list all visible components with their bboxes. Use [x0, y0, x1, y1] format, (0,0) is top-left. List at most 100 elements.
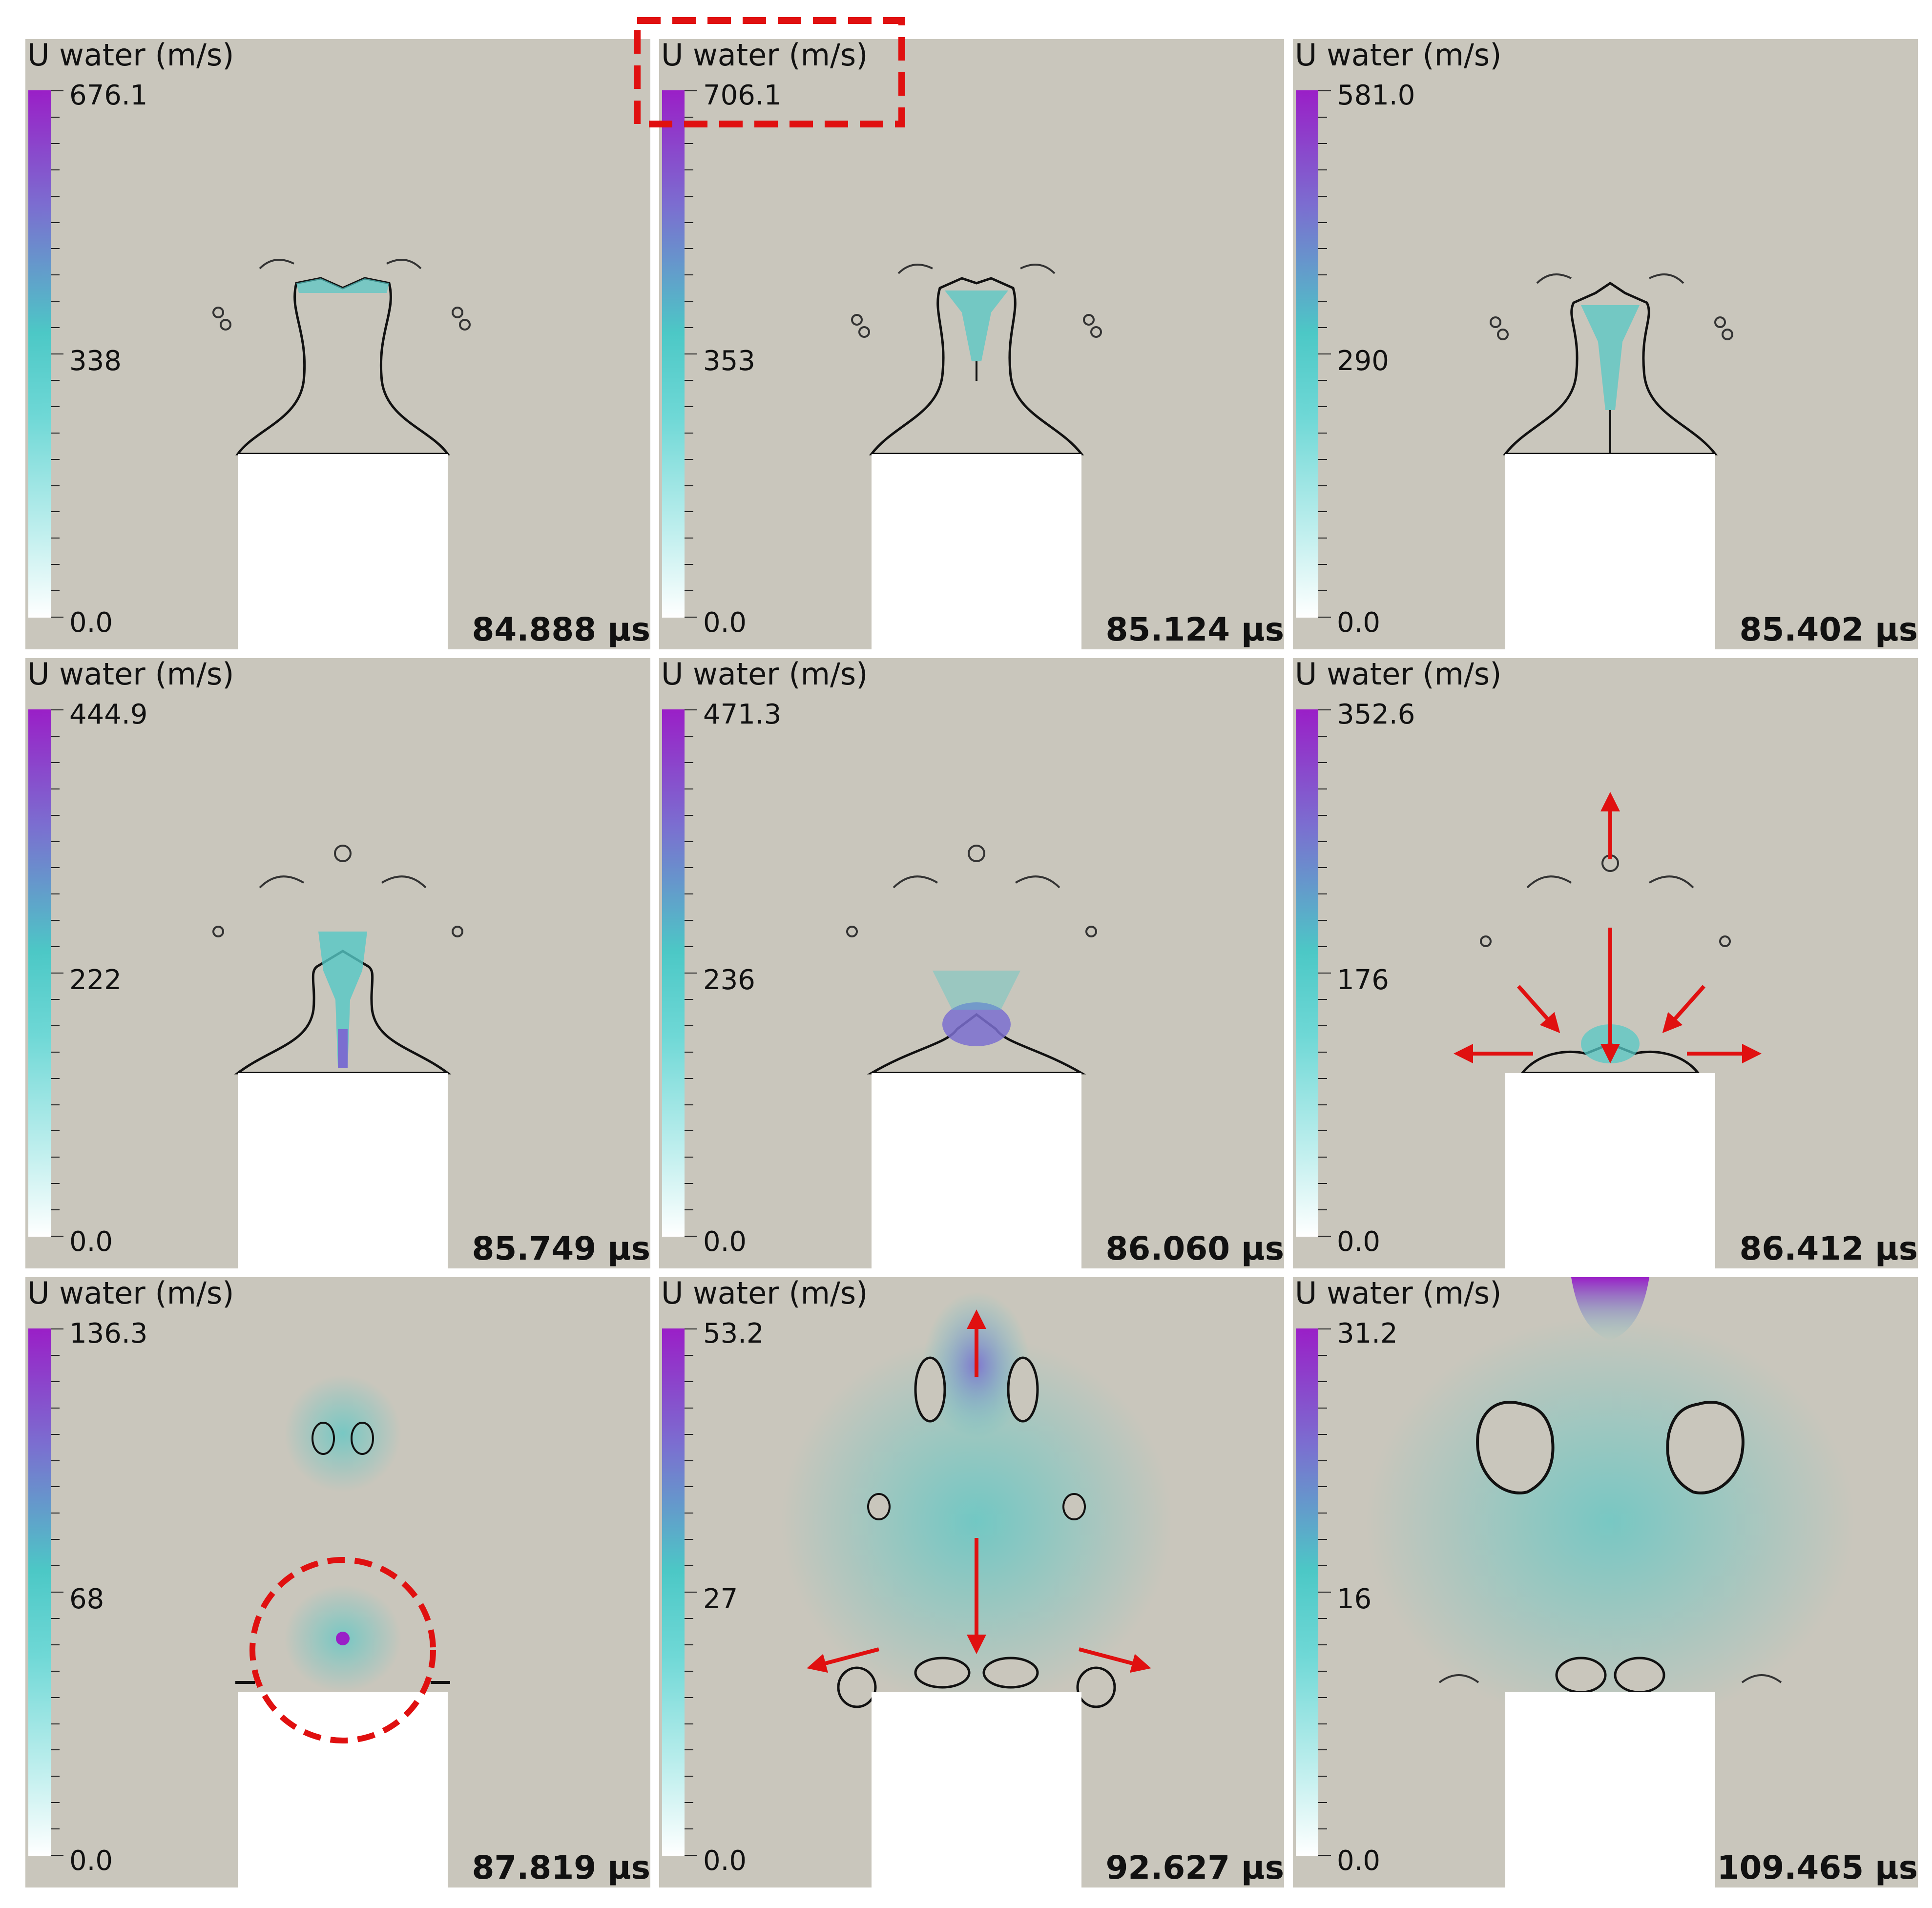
colorbar-tick	[51, 841, 60, 842]
colorbar-tick	[1318, 814, 1327, 816]
colorbar-title: U water (m/s)	[1295, 658, 1502, 692]
colorbar	[1296, 90, 1318, 618]
colorbar-tick	[1318, 973, 1331, 974]
panel-1: U water (m/s) 676.1 338 0.0 84.888 μs	[25, 39, 650, 649]
panel-8: U water (m/s) 53.2 27 0.0 92.627 μs	[659, 1277, 1284, 1887]
colorbar-tick	[1318, 735, 1327, 737]
colorbar-tick	[51, 998, 60, 1000]
colorbar	[28, 1328, 51, 1856]
colorbar-tick	[1318, 841, 1327, 842]
colorbar-tick	[685, 1104, 693, 1105]
colorbar-tick	[685, 709, 697, 710]
colorbar-tick	[685, 1539, 693, 1540]
colorbar-tick	[51, 920, 60, 921]
colorbar-ticks	[1318, 90, 1334, 618]
colorbar-tick	[1318, 1078, 1327, 1079]
colorbar-min-label: 0.0	[69, 1845, 113, 1877]
colorbar-tick	[1318, 353, 1331, 354]
colorbar-max-label: 676.1	[69, 80, 148, 111]
colorbar-ticks	[1318, 1328, 1334, 1856]
colorbar-tick	[51, 432, 60, 434]
flow-field-3	[1490, 273, 1733, 456]
colorbar-title: U water (m/s)	[1295, 1277, 1502, 1311]
colorbar-tick	[1318, 1328, 1331, 1329]
colorbar-tick	[51, 1565, 60, 1567]
colorbar-mid-label: 353	[703, 345, 755, 377]
colorbar-tick	[1318, 1697, 1327, 1698]
colorbar-tick	[685, 762, 693, 763]
colorbar-tick	[1318, 143, 1327, 144]
colorbar-tick	[51, 1104, 60, 1105]
colorbar-tick	[685, 379, 693, 381]
colorbar-tick	[1318, 998, 1327, 1000]
colorbar-tick	[1318, 1802, 1327, 1804]
colorbar-tick	[51, 538, 60, 539]
colorbar-tick	[685, 511, 693, 513]
colorbar	[1296, 1328, 1318, 1856]
colorbar-mid-label: 236	[703, 964, 755, 996]
colorbar-tick	[51, 1539, 60, 1540]
panel-5: U water (m/s) 471.3 236 0.0 86.060 μs	[659, 658, 1284, 1268]
flow-field-1	[212, 259, 471, 456]
solid-block	[238, 454, 448, 649]
colorbar-tick	[1318, 1460, 1327, 1461]
colorbar-tick	[51, 248, 60, 249]
colorbar-tick	[51, 1828, 60, 1830]
colorbar-tick	[685, 169, 693, 170]
colorbar-tick	[51, 116, 60, 118]
colorbar-tick	[51, 1328, 63, 1329]
colorbar-tick	[685, 1802, 693, 1804]
colorbar-tick	[1318, 1539, 1327, 1540]
colorbar-min-label: 0.0	[703, 1845, 747, 1877]
colorbar	[662, 1328, 685, 1856]
colorbar-tick	[1318, 406, 1327, 407]
colorbar-tick	[1318, 1025, 1327, 1026]
colorbar-tick	[51, 1078, 60, 1079]
colorbar-tick	[685, 1157, 693, 1158]
colorbar-title: U water (m/s)	[27, 39, 234, 73]
colorbar-mid-label: 338	[69, 345, 122, 377]
colorbar-tick	[51, 762, 60, 763]
colorbar-tick	[1318, 1407, 1327, 1409]
colorbar-tick	[685, 1407, 693, 1409]
panel-7: U water (m/s) 136.3 68 0.0 87.819 μs	[25, 1277, 650, 1887]
colorbar-ticks	[51, 90, 66, 618]
colorbar-tick	[685, 485, 693, 486]
colorbar-tick	[1318, 1183, 1327, 1184]
colorbar-tick	[685, 406, 693, 407]
colorbar-tick	[685, 1078, 693, 1079]
solid-block	[1505, 454, 1715, 649]
colorbar-tick	[685, 1051, 693, 1053]
colorbar-tick	[1318, 1130, 1327, 1132]
colorbar-tick	[51, 1618, 60, 1619]
colorbar-tick	[685, 564, 693, 565]
colorbar-title: U water (m/s)	[661, 1277, 868, 1311]
colorbar-max-label: 471.3	[703, 699, 782, 730]
colorbar-max-label: 706.1	[703, 80, 782, 111]
timestamp: 92.627 μs	[1105, 1849, 1284, 1887]
solid-block	[1505, 1073, 1715, 1268]
colorbar-tick	[685, 998, 693, 1000]
solid-block	[1505, 1692, 1715, 1887]
solid-block	[872, 1073, 1081, 1268]
colorbar-tick	[685, 458, 693, 460]
panel-4: U water (m/s) 444.9 222 0.0 85.749 μs	[25, 658, 650, 1268]
colorbar-tick	[685, 617, 697, 618]
colorbar-tick	[51, 222, 60, 223]
colorbar-min-label: 0.0	[1337, 1845, 1381, 1877]
colorbar-tick	[685, 195, 693, 197]
colorbar-tick	[685, 1209, 693, 1211]
colorbar-tick	[685, 1855, 697, 1856]
colorbar-tick	[685, 538, 693, 539]
colorbar-tick	[685, 814, 693, 816]
colorbar-tick	[685, 116, 693, 118]
colorbar-tick	[1318, 1644, 1327, 1645]
colorbar-tick	[1318, 762, 1327, 763]
colorbar-tick	[685, 1236, 697, 1237]
colorbar-tick	[1318, 274, 1327, 276]
colorbar-tick	[1318, 1565, 1327, 1567]
colorbar-max-label: 581.0	[1337, 80, 1415, 111]
colorbar-tick	[685, 973, 697, 974]
colorbar-mid-label: 290	[1337, 345, 1389, 377]
